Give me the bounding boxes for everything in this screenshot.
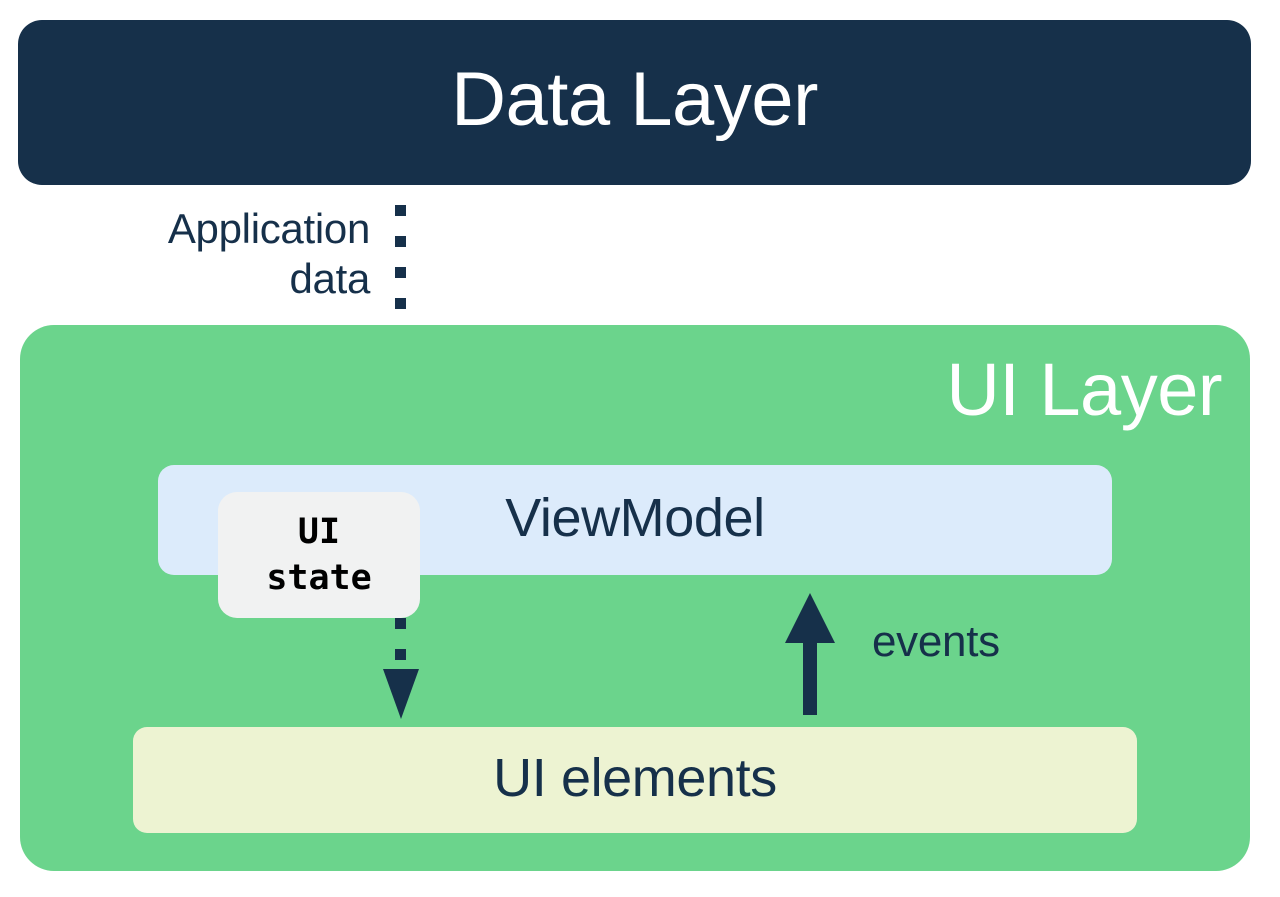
application-data-label-line2: data xyxy=(289,255,370,303)
ui-elements-box: UI elements xyxy=(133,727,1137,833)
dotted-line-dot xyxy=(395,236,406,247)
application-data-label: Application data xyxy=(60,204,370,305)
events-arrow-icon xyxy=(785,593,835,715)
ui-state-badge-line2: state xyxy=(266,558,372,598)
ui-layer-label: UI Layer xyxy=(946,348,1222,431)
events-arrow-shaft xyxy=(803,631,817,715)
ui-state-arrowhead-icon xyxy=(383,669,419,719)
application-data-label-line1: Application xyxy=(167,205,370,252)
ui-elements-label: UI elements xyxy=(493,748,777,808)
data-layer-label: Data Layer xyxy=(451,56,818,142)
dotted-line-dot xyxy=(395,298,406,309)
ui-state-badge-line1: UI xyxy=(297,511,341,552)
viewmodel-label: ViewModel xyxy=(505,488,765,548)
dotted-line-dot xyxy=(395,618,406,629)
ui-state-dotted-line xyxy=(395,618,406,673)
dotted-line-dot xyxy=(395,649,406,660)
events-label: events xyxy=(872,617,1000,666)
dotted-line-dot xyxy=(395,205,406,216)
ui-state-badge: UI state xyxy=(218,492,420,618)
data-layer-box: Data Layer xyxy=(18,20,1251,185)
dotted-line-dot xyxy=(395,267,406,278)
